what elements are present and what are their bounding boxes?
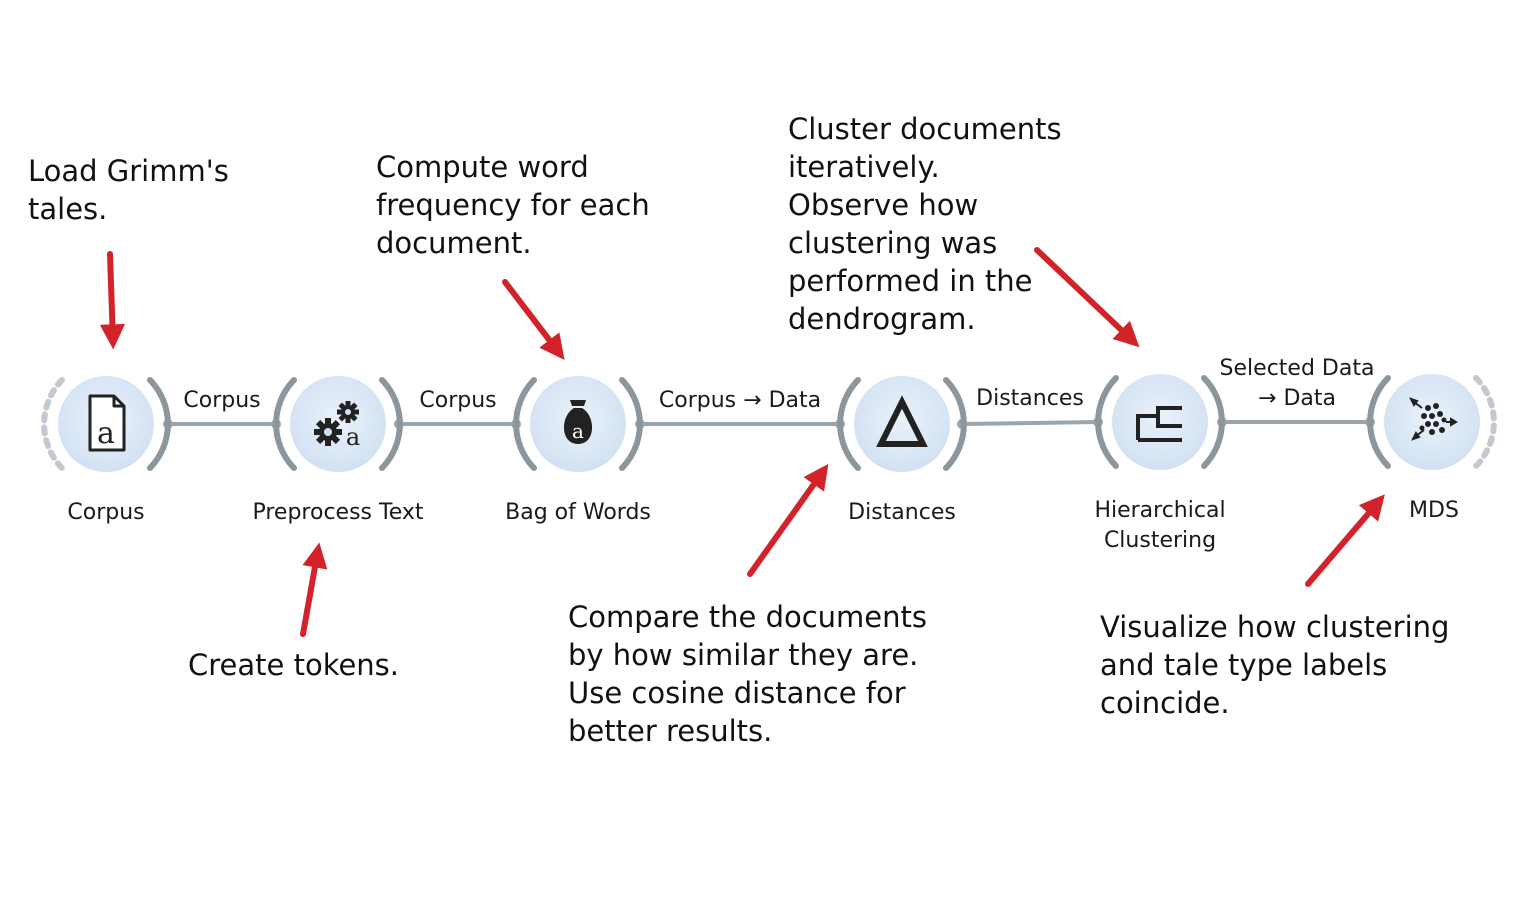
- annotation-tokens: Create tokens.: [188, 646, 399, 684]
- arrow-load: [99, 251, 125, 350]
- hclust-widget[interactable]: [1112, 374, 1208, 470]
- link-label-5a: Selected Data: [1219, 356, 1375, 381]
- annotation-line: and tale type labels: [1100, 648, 1388, 682]
- link-label-5b: → Data: [1258, 386, 1336, 411]
- widget-label-preprocess: Preprocess Text: [252, 500, 424, 525]
- hclust-input-arc: [1095, 375, 1119, 469]
- annotation-line: Observe how: [788, 188, 979, 222]
- bow-output-arc: [619, 377, 643, 471]
- arrow-cluster: [1034, 247, 1140, 348]
- mds-widget[interactable]: [1384, 374, 1480, 470]
- widget-label-corpus: Corpus: [67, 500, 145, 525]
- link-label-4: Distances: [976, 386, 1084, 411]
- link-label-2: Corpus: [419, 388, 497, 413]
- arrow-frequency: [502, 279, 565, 361]
- arrow-tokens: [300, 542, 328, 637]
- widget-label-mds: MDS: [1409, 498, 1459, 523]
- annotation-line: Compare the documents: [568, 600, 928, 634]
- svg-text:a: a: [346, 423, 360, 451]
- annotation-line: Compute word: [376, 150, 589, 184]
- corpus-widget[interactable]: a: [58, 376, 154, 472]
- bow-widget[interactable]: a: [530, 376, 626, 472]
- annotation-line: Use cosine distance for: [568, 676, 906, 710]
- preprocess-output-arc: [379, 377, 403, 471]
- annotation-compare: Compare the documents by how similar the…: [568, 598, 927, 750]
- corpus-input-arc: [41, 377, 65, 471]
- widget-label-hclust-2: Clustering: [1103, 528, 1217, 553]
- widget-label-distances: Distances: [848, 500, 956, 525]
- annotation-line: clustering was: [788, 226, 998, 260]
- arrow-compare: [747, 463, 829, 577]
- annotation-line: better results.: [568, 714, 773, 748]
- mds-output-arc: [1473, 375, 1497, 469]
- annotation-visualize: Visualize how clustering and tale type l…: [1100, 608, 1449, 722]
- preprocess-widget[interactable]: a: [290, 376, 386, 472]
- svg-text:a: a: [572, 419, 584, 443]
- annotation-line: document.: [376, 226, 532, 260]
- hclust-output-arc: [1201, 375, 1225, 469]
- link-label-1: Corpus: [183, 388, 261, 413]
- link-label-3: Corpus → Data: [658, 388, 822, 413]
- delta-triangle-icon: [876, 395, 928, 447]
- corpus-document-icon: a: [88, 394, 126, 452]
- annotation-line: iteratively.: [788, 150, 940, 184]
- bow-input-arc: [513, 377, 537, 471]
- corpus-output-arc: [147, 377, 171, 471]
- annotation-cluster: Cluster documents iteratively. Observe h…: [788, 110, 1062, 338]
- distances-output-arc: [943, 377, 967, 471]
- annotation-line: Load Grimm's: [28, 154, 229, 188]
- annotation-line: dendrogram.: [788, 302, 976, 336]
- annotation-load: Load Grimm's tales.: [28, 152, 229, 228]
- annotation-line: coincide.: [1100, 686, 1230, 720]
- distances-input-arc: [837, 377, 861, 471]
- widget-label-hclust-1: Hierarchical: [1094, 498, 1226, 523]
- annotation-line: tales.: [28, 192, 108, 226]
- gears-icon: a: [314, 401, 360, 451]
- scatter-arrows-icon: [1409, 397, 1458, 441]
- dendrogram-icon: [1136, 406, 1182, 442]
- preprocess-input-arc: [273, 377, 297, 471]
- annotation-line: Create tokens.: [188, 648, 400, 682]
- annotation-line: Visualize how clustering: [1100, 610, 1450, 644]
- money-bag-icon: a: [563, 400, 593, 444]
- annotation-line: frequency for each: [376, 188, 650, 222]
- link-line-4[interactable]: [961, 420, 1099, 426]
- svg-text:a: a: [97, 416, 115, 451]
- distances-widget[interactable]: [854, 376, 950, 472]
- annotation-line: by how similar they are.: [568, 638, 919, 672]
- annotation-line: Cluster documents: [788, 112, 1062, 146]
- arrow-visualize: [1305, 494, 1385, 587]
- mds-input-arc: [1367, 375, 1391, 469]
- annotation-frequency: Compute word frequency for each document…: [376, 148, 650, 262]
- widget-label-bow: Bag of Words: [505, 500, 651, 525]
- annotation-line: performed in the: [788, 264, 1033, 298]
